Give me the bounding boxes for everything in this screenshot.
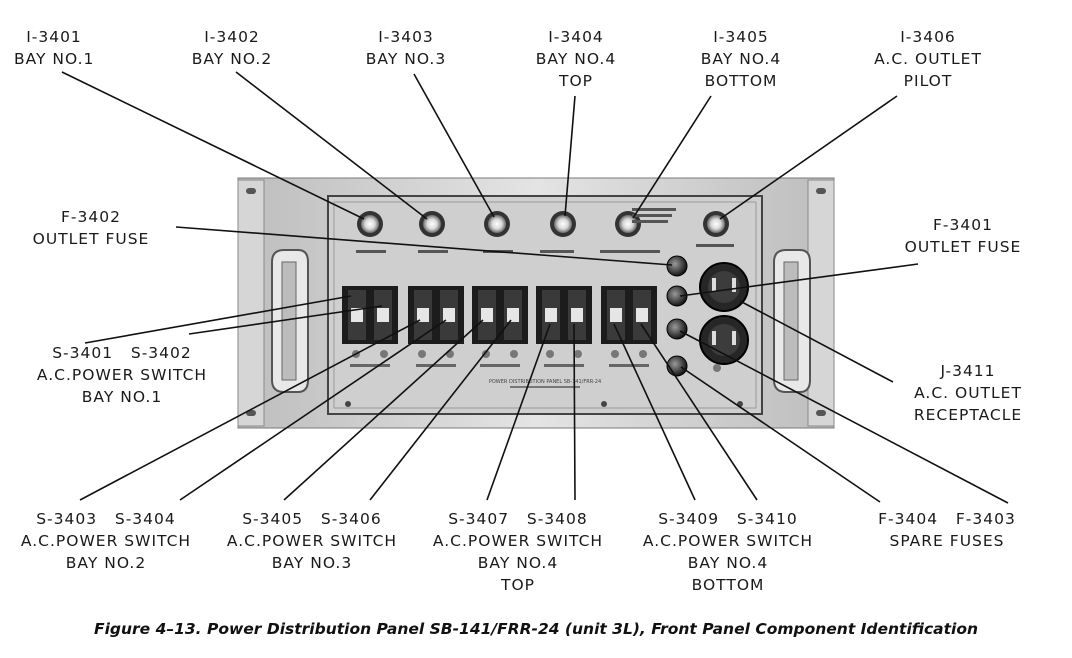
- code-j3411: J-3411: [940, 362, 996, 380]
- text-s3403-line2: BAY NO.2: [65, 554, 147, 572]
- callout-i3401: I-3401 BAY NO.1: [14, 26, 94, 70]
- text-i3405-line2: BOTTOM: [704, 72, 778, 90]
- text-s3409-line3: BOTTOM: [691, 576, 765, 594]
- lamp-i3403: [484, 211, 510, 237]
- switch-block-bay1: [342, 286, 398, 344]
- leader-i3406: [719, 95, 898, 220]
- callout-s3407-s3408: S-3407 S-3408 A.C.POWER SWITCH BAY NO.4 …: [428, 508, 608, 596]
- leader-s3404: [179, 319, 447, 501]
- callout-f3404-f3403: F-3404 F-3403 SPARE FUSES: [850, 508, 1044, 552]
- codes-s3405-s3406: S-3405 S-3406: [242, 510, 382, 528]
- text-s3409-line2: BAY NO.4: [687, 554, 769, 572]
- text-i3405-line1: BAY NO.4: [700, 50, 782, 68]
- leader-f3402: [175, 226, 673, 266]
- code-i3403: I-3403: [378, 28, 434, 46]
- text-i3401: BAY NO.1: [14, 50, 95, 68]
- leader-s3402: [188, 305, 383, 335]
- leader-s3408: [573, 323, 576, 501]
- text-i3406-line1: A.C. OUTLET: [874, 50, 982, 68]
- codes-f3404-f3403: F-3404 F-3403: [878, 510, 1016, 528]
- callout-s3403-s3404: S-3403 S-3404 A.C.POWER SWITCH BAY NO.2: [16, 508, 196, 574]
- leader-s3407: [486, 323, 551, 501]
- text-s3407-line1: A.C.POWER SWITCH: [432, 532, 604, 550]
- text-i3404-line2: TOP: [558, 72, 593, 90]
- leader-lines: [61, 71, 1009, 504]
- code-f3402: F-3402: [61, 208, 121, 226]
- svg-text:POWER DISTRIBUTION PANEL SB-14: POWER DISTRIBUTION PANEL SB-141/FRR-24: [489, 379, 601, 385]
- text-s3407-line2: BAY NO.4: [477, 554, 559, 572]
- fuse-f3403: [666, 318, 688, 340]
- leader-i3405: [632, 95, 712, 219]
- leader-i3403: [413, 73, 495, 218]
- fuse-f3402: [666, 255, 688, 277]
- leader-s3409: [613, 323, 696, 501]
- figure-caption: Figure 4–13. Power Distribution Panel SB…: [93, 620, 979, 638]
- text-s3401-line1: A.C.POWER SWITCH: [36, 366, 208, 384]
- leader-j3411: [739, 300, 894, 383]
- callout-i3404: I-3404 BAY NO.4 TOP: [526, 26, 626, 92]
- code-i3404: I-3404: [548, 28, 604, 46]
- outlet-receptacles: [699, 262, 749, 372]
- callout-i3405: I-3405 BAY NO.4 BOTTOM: [686, 26, 796, 92]
- text-s3405-line2: BAY NO.3: [271, 554, 353, 572]
- right-handle: [773, 249, 811, 393]
- code-i3402: I-3402: [204, 28, 260, 46]
- fuse-f3401: [666, 285, 688, 307]
- callout-i3402: I-3402 BAY NO.2: [182, 26, 282, 70]
- text-f3401: OUTLET FUSE: [904, 238, 1022, 256]
- text-s3407-line3: TOP: [500, 576, 535, 594]
- leader-s3401: [84, 295, 352, 344]
- leader-i3401: [61, 71, 365, 220]
- callout-s3405-s3406: S-3405 S-3406 A.C.POWER SWITCH BAY NO.3: [222, 508, 402, 574]
- leader-f3401: [679, 263, 919, 297]
- text-s3405-line1: A.C.POWER SWITCH: [226, 532, 398, 550]
- code-i3401: I-3401: [26, 28, 82, 46]
- code-i3405: I-3405: [713, 28, 769, 46]
- lamp-i3405: [615, 211, 641, 237]
- code-i3406: I-3406: [900, 28, 956, 46]
- codes-s3407-s3408: S-3407 S-3408: [448, 510, 588, 528]
- code-f3401: F-3401: [933, 216, 993, 234]
- switch-legends: [350, 364, 649, 367]
- leader-s3403: [79, 319, 421, 501]
- switch-block-bay2: [408, 286, 464, 344]
- codes-s3401-s3402: S-3401 S-3402: [52, 344, 192, 362]
- leader-s3410: [640, 323, 758, 501]
- lamp-i3401: [357, 211, 383, 237]
- leader-s3405: [283, 319, 484, 501]
- fuse-f3404: [666, 355, 688, 377]
- text-s3409-line1: A.C.POWER SWITCH: [642, 532, 814, 550]
- text-j3411-line2: RECEPTACLE: [913, 406, 1023, 424]
- text-s3401-line2: BAY NO.1: [81, 388, 163, 406]
- text-f3402: OUTLET FUSE: [32, 230, 150, 248]
- callout-i3403: I-3403 BAY NO.3: [356, 26, 456, 70]
- callout-f3402: F-3402 OUTLET FUSE: [16, 206, 166, 250]
- lamp-i3404: [550, 211, 576, 237]
- callout-s3401-s3402: S-3401 S-3402 A.C.POWER SWITCH BAY NO.1: [34, 342, 210, 408]
- switch-blocks: [342, 286, 657, 344]
- nameplate: POWER DISTRIBUTION PANEL SB-141/FRR-24: [489, 379, 601, 388]
- codes-s3409-s3410: S-3409 S-3410: [658, 510, 798, 528]
- leader-i3402: [235, 71, 428, 220]
- text-s3403-line1: A.C.POWER SWITCH: [20, 532, 192, 550]
- text-spare-fuses: SPARE FUSES: [889, 532, 1005, 550]
- leader-f3403: [679, 330, 1009, 504]
- leader-i3404: [564, 95, 576, 217]
- switch-block-bay4-top: [536, 286, 592, 344]
- text-i3402: BAY NO.2: [191, 50, 273, 68]
- text-i3403: BAY NO.3: [365, 50, 447, 68]
- leader-s3406: [369, 319, 512, 501]
- text-i3406-line2: PILOT: [903, 72, 953, 90]
- callout-i3406: I-3406 A.C. OUTLET PILOT: [858, 26, 998, 92]
- text-j3411-line1: A.C. OUTLET: [914, 384, 1022, 402]
- callout-f3401: F-3401 OUTLET FUSE: [888, 214, 1038, 258]
- pilot-lamps: [357, 211, 729, 237]
- callout-j3411: J-3411 A.C. OUTLET RECEPTACLE: [898, 360, 1038, 426]
- leader-f3404: [680, 366, 881, 503]
- callout-s3409-s3410: S-3409 S-3410 A.C.POWER SWITCH BAY NO.4 …: [636, 508, 820, 596]
- codes-s3403-s3404: S-3403 S-3404: [36, 510, 176, 528]
- text-i3404-line1: BAY NO.4: [535, 50, 617, 68]
